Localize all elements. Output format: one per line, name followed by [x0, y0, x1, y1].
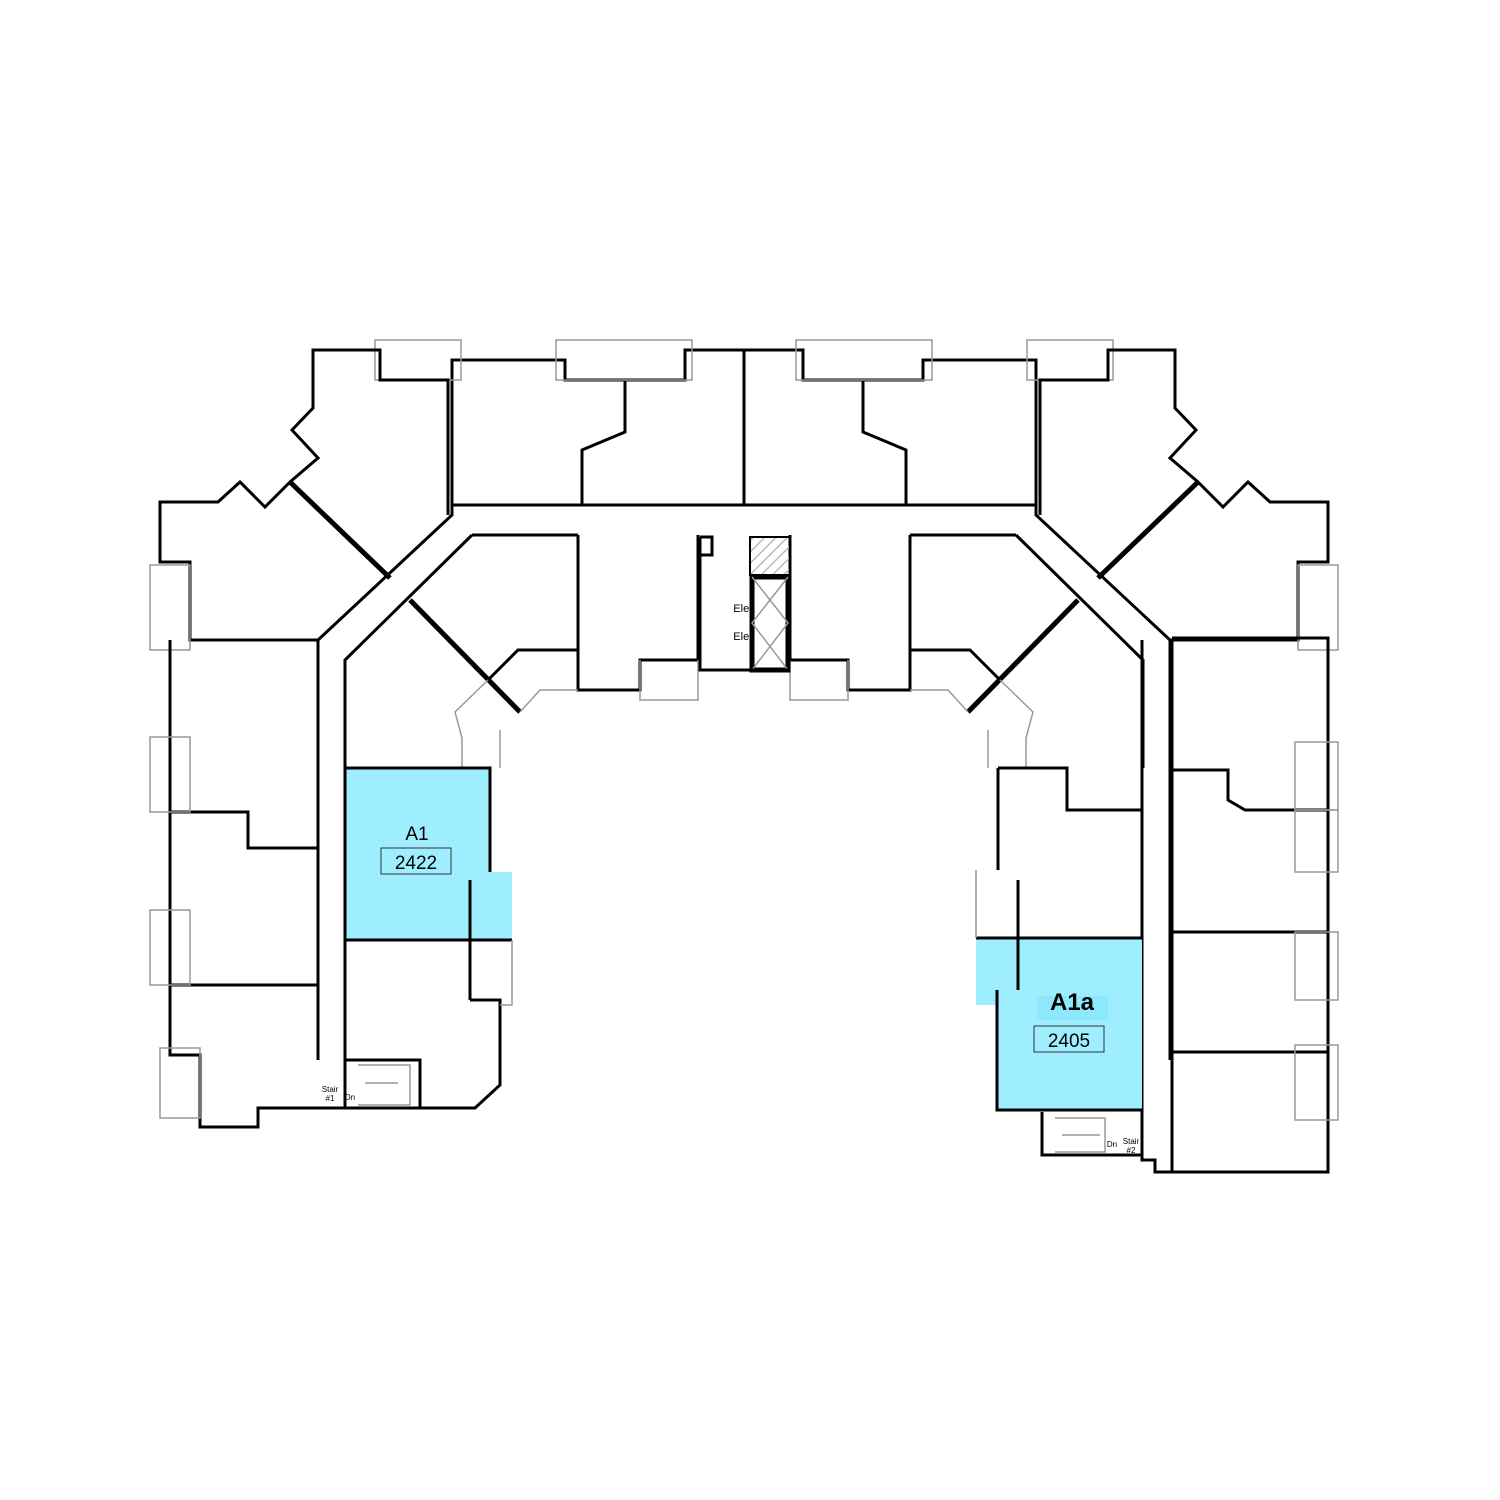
stair-label: Stair [322, 1085, 339, 1094]
elevator-shaft [749, 574, 791, 673]
stair-number: #2 [1127, 1146, 1136, 1155]
elevator-machine-room [749, 536, 791, 576]
building-walls [150, 340, 1338, 1174]
unit-number-label: 2405 [1048, 1031, 1090, 1052]
labels: Elev Elev A1 2422 A1a 2405 Stair #1 Dn S… [322, 603, 1140, 1155]
unit-type-label: A1a [1050, 989, 1095, 1016]
elevator-label: Elev [733, 631, 755, 643]
unit-number-label: 2422 [395, 853, 437, 874]
stair-number: #1 [326, 1094, 335, 1103]
stair-direction: Dn [1107, 1140, 1117, 1149]
elevator-label: Elev [733, 603, 755, 615]
stair-direction: Dn [345, 1093, 355, 1102]
stair-label: Stair [1123, 1137, 1140, 1146]
unit-a1a-highlight[interactable] [976, 938, 1142, 1110]
unit-type-label: A1 [405, 824, 428, 845]
